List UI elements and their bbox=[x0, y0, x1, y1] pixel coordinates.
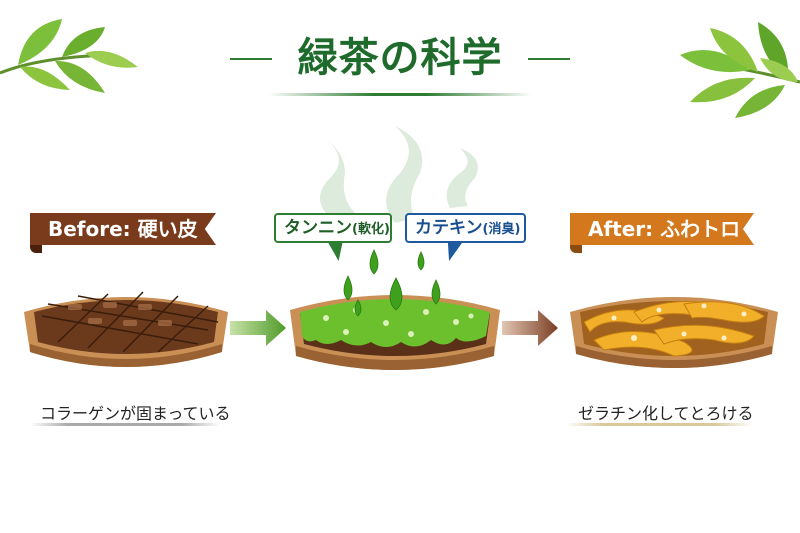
before-caption: コラーゲンが固まっている bbox=[40, 404, 231, 423]
after-label: After: ふわトロ bbox=[570, 213, 754, 245]
title-dash-right bbox=[528, 58, 570, 60]
tannin-label: タンニン bbox=[284, 218, 352, 238]
arrow-right-green-icon bbox=[230, 310, 286, 346]
catechin-label: カテキン bbox=[415, 218, 483, 238]
ribbon-fold-after bbox=[570, 243, 582, 253]
tea-leaves-right-icon bbox=[680, 22, 800, 118]
after-caption: ゼラチン化してとろける bbox=[578, 404, 754, 423]
tannin-note: (軟化) bbox=[352, 222, 390, 237]
tea-leaves-left-icon bbox=[0, 19, 138, 93]
tannin-callout: タンニン(軟化) bbox=[274, 213, 392, 243]
page-title: 緑茶の科学 bbox=[297, 35, 503, 81]
soft-gelatin-illustration bbox=[570, 297, 778, 368]
green-tea-soaking-illustration bbox=[290, 249, 500, 370]
arrow-right-brown-icon bbox=[502, 310, 558, 346]
before-label: Before: 硬い皮 bbox=[30, 213, 216, 245]
title-block: 緑茶の科学 bbox=[0, 30, 800, 86]
title-underline bbox=[268, 93, 532, 96]
catechin-callout: カテキン(消臭) bbox=[405, 213, 526, 243]
ribbon-fold-before bbox=[30, 243, 42, 253]
after-caption-underline bbox=[566, 423, 752, 426]
catechin-note: (消臭) bbox=[482, 222, 521, 237]
hard-crust-illustration bbox=[24, 291, 228, 367]
before-caption-underline bbox=[30, 423, 220, 426]
title-dash-left bbox=[230, 58, 272, 60]
steam-icon bbox=[320, 126, 478, 223]
